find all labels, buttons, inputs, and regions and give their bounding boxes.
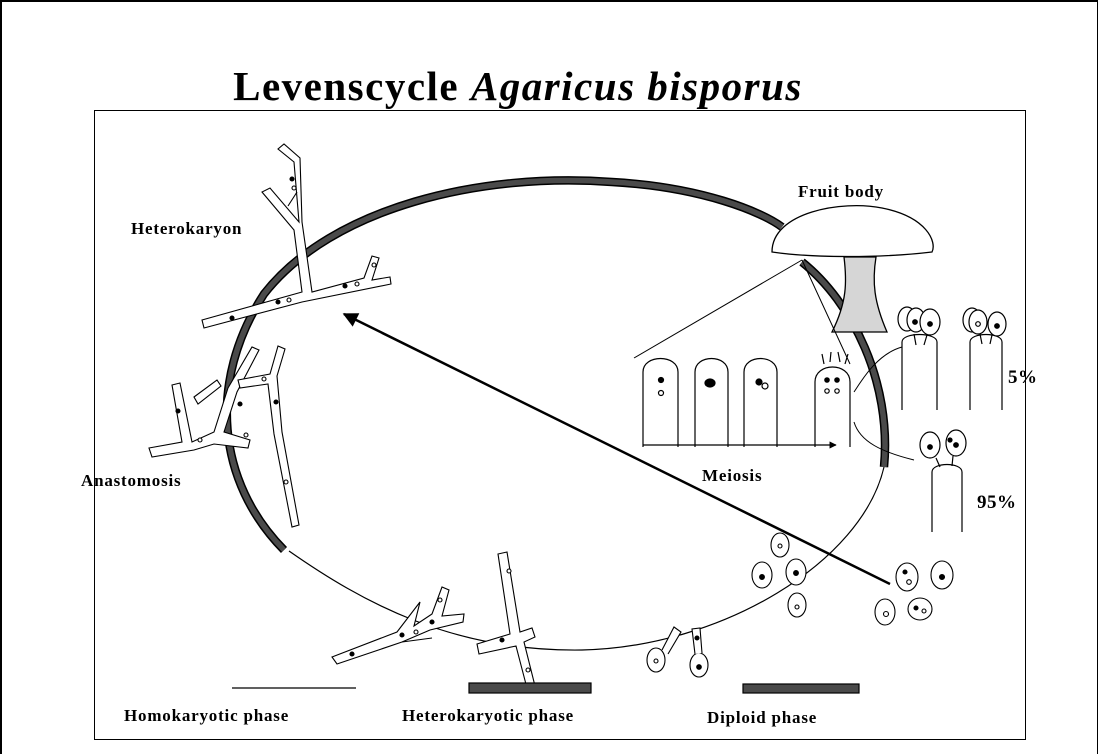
fruit-body-mushroom	[634, 206, 933, 364]
mature-basidia-5pct	[898, 307, 1006, 410]
dispersal-arrow	[344, 314, 890, 584]
legend-swatch-diploid	[743, 684, 859, 693]
anastomosis-hyphae	[149, 346, 299, 527]
homokaryotic-cycle-path	[289, 467, 884, 650]
mature-basidium-95pct	[920, 430, 966, 532]
label-meiosis: Meiosis	[702, 466, 762, 486]
label-heterokaryon: Heterokaryon	[131, 219, 242, 239]
meiosis-basidia	[643, 352, 850, 447]
homokaryotic-hyphae	[332, 552, 536, 692]
label-fruit-body: Fruit body	[798, 182, 884, 202]
legend-label-diploid: Diploid phase	[707, 708, 817, 728]
germinating-spores	[647, 627, 708, 677]
legend	[232, 683, 859, 693]
label-anastomosis: Anastomosis	[81, 471, 181, 491]
label-5-percent: 5%	[1008, 367, 1038, 389]
legend-label-heterokaryotic: Heterokaryotic phase	[402, 706, 574, 726]
released-spores	[752, 533, 953, 625]
label-95-percent: 95%	[977, 492, 1017, 514]
legend-label-homokaryotic: Homokaryotic phase	[124, 706, 289, 726]
legend-swatch-heterokaryotic	[469, 683, 591, 693]
